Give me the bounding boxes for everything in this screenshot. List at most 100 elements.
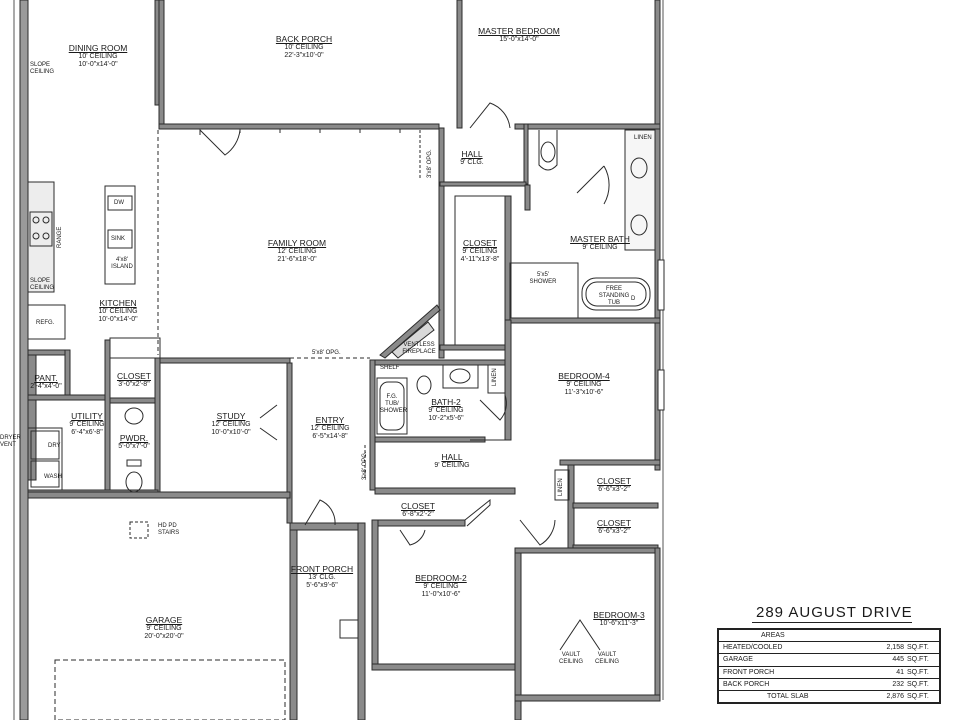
room-name: CLOSET <box>462 238 497 248</box>
room-detail: 5'-0"x7'-0" <box>118 443 150 450</box>
room-label-closet-b4a: CLOSET 6'-6"x3'-2" <box>597 476 631 494</box>
room-detail: 11'-3"x10'-6" <box>564 389 604 396</box>
area-unit: SQ.FT. <box>907 656 929 664</box>
room-name: BEDROOM-2 <box>415 573 467 583</box>
room-detail: 10' CEILING <box>284 44 324 51</box>
area-value: 2,876 <box>886 693 904 701</box>
plan-title: 289 AUGUST DRIVE <box>756 604 913 621</box>
room-detail: 9' CEILING <box>146 625 182 632</box>
room-detail: 9' CEILING <box>462 248 498 255</box>
room-label-hall-2: HALL 9' CEILING <box>434 452 469 470</box>
area-value: 2,158 <box>886 644 904 651</box>
shelf-label: SHELF <box>380 365 400 371</box>
room-detail: 10'-6"x11'-3" <box>599 620 639 627</box>
room-name: BATH-2 <box>431 397 461 407</box>
room-label-family: FAMILY ROOM 12' CEILING 21'-6"x18'-0" <box>268 238 326 264</box>
shower-label: 5'x5' SHOWER <box>529 272 557 285</box>
room-label-study: STUDY 12' CEILING 10'-0"x10'-0" <box>211 411 250 437</box>
room-label-hall-1: HALL 9' CLG. <box>460 149 484 167</box>
tub-label: FREE STANDING TUB <box>598 286 630 306</box>
room-name: KITCHEN <box>99 298 137 308</box>
tub-drain-label: D <box>631 296 636 302</box>
room-name: CLOSET <box>596 518 632 528</box>
room-detail: 10' CEILING <box>98 308 138 315</box>
dryer-label: DRY <box>48 443 61 449</box>
room-detail: 10'-0"x14'-0" <box>78 61 118 68</box>
range-label: RANGE <box>57 226 63 248</box>
sink-label: SINK <box>111 236 126 242</box>
room-name: CLOSET <box>116 371 152 381</box>
wall-west <box>19 0 29 720</box>
room-name: DINING ROOM <box>68 43 128 53</box>
slope-ceiling-note: SLOPE CEILING <box>30 62 55 75</box>
wall-back-porch-south <box>158 123 440 130</box>
room-name: MASTER BEDROOM <box>478 26 560 36</box>
room-label-bedroom-3: BEDROOM-3 10'-6"x11'-3" <box>593 610 644 628</box>
fireplace-label: VENTLESS FIREPLACE <box>402 342 436 355</box>
linen-label: LINEN <box>492 368 498 386</box>
washer-label: WASH <box>44 474 62 480</box>
room-detail: 10'-0"x10'-0" <box>211 429 251 436</box>
area-unit: SQ.FT. <box>907 680 929 688</box>
room-detail: 9' CEILING <box>434 462 470 469</box>
room-name: MASTER BATH <box>570 234 630 244</box>
room-label-front-porch: FRONT PORCH 13' CLG. 5'-6"x9'-6" <box>291 564 353 590</box>
area-unit: SQ.FT. <box>907 668 929 676</box>
area-label: BACK PORCH <box>723 680 770 688</box>
area-label: HEATED/COOLED <box>723 644 783 651</box>
room-name: FAMILY ROOM <box>267 238 327 248</box>
slope-ceiling-note: SLOPE CEILING <box>30 278 55 291</box>
room-detail: 4'-11"x13'-8" <box>460 256 500 263</box>
room-name: PANT. <box>34 373 58 383</box>
room-label-back-porch: BACK PORCH 10' CEILING 22'-3"x10'-0" <box>276 34 332 60</box>
wall-master-south <box>514 123 661 130</box>
room-label-closet-b2: CLOSET 6'-8"x2'-2" <box>401 501 435 519</box>
room-detail: 10' CEILING <box>78 53 118 60</box>
room-detail: 15'-0"x14'-0" <box>499 36 539 43</box>
linen-label: LINEN <box>634 135 652 141</box>
room-name: PWDR. <box>119 433 149 443</box>
room-label-bath-2: BATH-2 9' CEILING 10'-2"x5'-6" <box>428 397 463 423</box>
tub-shower-label: F.G. TUB/ SHOWER <box>380 394 407 414</box>
area-label: TOTAL SLAB <box>767 693 809 701</box>
area-label: GARAGE <box>723 656 753 664</box>
table-row: BACK PORCH 232 SQ.FT. <box>719 679 939 692</box>
room-detail: 10'-2"x5'-6" <box>428 415 464 422</box>
room-label-entry: ENTRY 12' CEILING 6'-5"x14'-8" <box>310 415 349 441</box>
refrigerator-label: REFG. <box>36 320 55 326</box>
room-label-dining: DINING ROOM 10' CEILING 10'-0"x14'-0" <box>69 43 128 69</box>
room-label-master-bedroom: MASTER BEDROOM 15'-0"x14'-0" <box>478 26 560 44</box>
kitchen-island <box>104 185 136 285</box>
room-name: HALL <box>441 452 463 462</box>
room-detail: 12' CEILING <box>277 248 317 255</box>
room-detail: 22'-3"x10'-0" <box>284 52 324 59</box>
room-label-utility: UTILITY 9' CEILING 6'-4"x6'-8" <box>69 411 104 437</box>
opening-label: 5'x8' OPG. <box>312 350 341 356</box>
linen-label: LINEN <box>558 478 564 496</box>
area-label: FRONT PORCH <box>723 668 775 676</box>
room-detail: 9' CEILING <box>69 421 105 428</box>
room-detail: 9' CLG. <box>460 159 484 166</box>
room-detail: 9' CEILING <box>582 244 618 251</box>
room-name: BACK PORCH <box>275 34 333 44</box>
room-name: FRONT PORCH <box>290 564 354 574</box>
attic-stairs-label: HD PD STAIRS <box>158 523 180 536</box>
room-detail: 3'-0"x2'-8" <box>118 381 150 388</box>
room-label-bedroom-2: BEDROOM-2 9' CEILING 11'-0"x10'-6" <box>415 573 466 599</box>
area-value: 41 <box>896 668 904 676</box>
opening-label: 3'x8' OPG. <box>427 149 433 178</box>
area-value: 232 <box>892 680 904 688</box>
wall-back-porch-east <box>456 0 463 129</box>
room-detail: 20'-0"x20'-0" <box>144 633 184 640</box>
room-detail: 21'-6"x18'-0" <box>277 256 317 263</box>
vault-ceiling-note: VAULT CEILING <box>595 652 620 665</box>
table-row: HEATED/COOLED 2,158 SQ.FT. <box>719 642 939 655</box>
room-name: CLOSET <box>400 501 436 511</box>
room-detail: 2'-4"x4'-0" <box>30 383 62 390</box>
room-label-closet-b4b: CLOSET 6'-6"x3'-2" <box>597 518 631 536</box>
room-detail: 9' CEILING <box>428 407 464 414</box>
room-detail: 13' CLG. <box>308 574 336 581</box>
room-detail: 11'-0"x10'-6" <box>421 591 461 598</box>
title-underline <box>752 622 912 623</box>
